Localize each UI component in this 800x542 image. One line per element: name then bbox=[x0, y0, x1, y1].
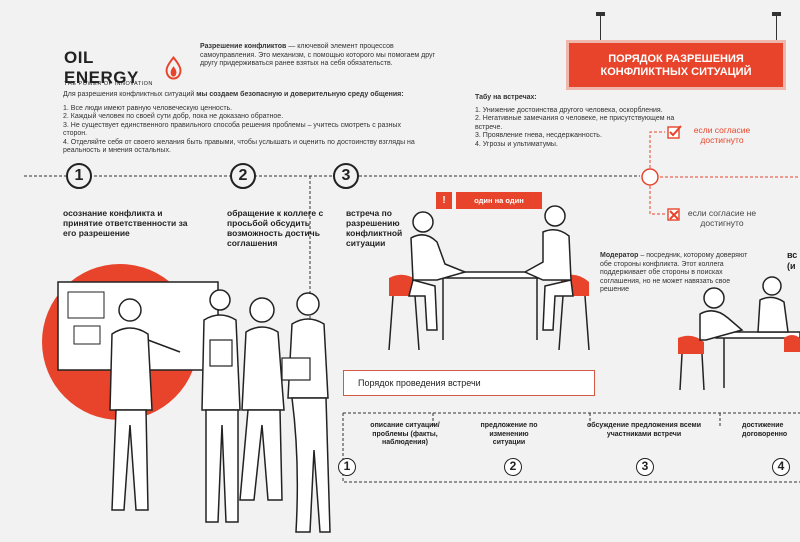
taboo-block: Табу на встречах: 1. Унижение достоинств… bbox=[475, 94, 675, 149]
outcome-agree: если согласие достигнуто bbox=[693, 125, 751, 145]
team-illustration bbox=[42, 264, 331, 533]
intro-rest: — ключевой элемент процессов самоуправле… bbox=[200, 43, 436, 67]
conditions-block: Для разрешения конфликтных ситуаций мы с… bbox=[63, 91, 423, 156]
sign-wire-right bbox=[776, 14, 777, 40]
sign-wire-left bbox=[600, 14, 601, 40]
intro-bold: Разрешение конфликтов bbox=[200, 43, 287, 50]
taboo-item: 1. Унижение достоинства другого человека… bbox=[475, 106, 663, 114]
logo-name: OIL ENERGY bbox=[64, 48, 139, 87]
conditions-item: 4. Отделяйте себя от своего желания быть… bbox=[63, 138, 415, 155]
moderator-text: Модератор – посредник, которому доверяют… bbox=[600, 252, 752, 295]
cropped-heading-fragment: вс (и bbox=[787, 250, 797, 272]
moderator-illustration bbox=[678, 276, 800, 391]
sign-hook-right bbox=[772, 12, 781, 16]
moderator-bold: Модератор bbox=[600, 252, 639, 259]
taboo-item: 4. Угрозы и ультиматумы. bbox=[475, 140, 558, 148]
flame-icon bbox=[165, 55, 182, 80]
logo-tagline: THE POWER OF INNOVATION bbox=[64, 81, 153, 87]
taboo-item: 3. Проявление гнева, несдержанность. bbox=[475, 132, 602, 139]
intro-text: Разрешение конфликтов — ключевой элемент… bbox=[200, 43, 438, 69]
step-number-3: 3 bbox=[333, 163, 359, 189]
exclamation-icon: ! bbox=[436, 192, 452, 209]
conditions-lead: Для разрешения конфликтных ситуаций bbox=[63, 91, 195, 98]
check-icon bbox=[667, 125, 682, 139]
outcome-disagree: если согласие не достигнуто bbox=[687, 208, 757, 228]
moderator-rest: – посредник, которому доверяют обе сторо… bbox=[600, 252, 748, 293]
meeting-step-number-2: 2 bbox=[504, 458, 522, 476]
taboo-title: Табу на встречах: bbox=[475, 94, 537, 101]
meeting-step-label-2: предложение по изменению ситуации bbox=[480, 422, 538, 446]
meeting-step-number-3: 3 bbox=[636, 458, 654, 476]
conditions-item: 1. Все люди имеют равную человеческую це… bbox=[63, 104, 233, 112]
meeting-procedure-title: Порядок проведения встречи bbox=[343, 370, 595, 396]
step-number-1: 1 bbox=[66, 163, 92, 189]
one-on-one-illustration bbox=[388, 205, 590, 351]
process-title-sign: ПОРЯДОК РАЗРЕШЕНИЯ КОНФЛИКТНЫХ СИТУАЦИЙ bbox=[566, 40, 786, 90]
sign-hook-left bbox=[596, 12, 605, 16]
sign-line-2: КОНФЛИКТНЫХ СИТУАЦИЙ bbox=[600, 66, 752, 78]
conditions-item: 2. Каждый человек по своей сути добр, по… bbox=[63, 113, 284, 120]
one-on-one-tag: один на один bbox=[456, 192, 542, 209]
meeting-step-number-4: 4 bbox=[772, 458, 790, 476]
sign-line-1: ПОРЯДОК РАЗРЕШЕНИЯ bbox=[608, 53, 744, 65]
cross-icon bbox=[667, 208, 680, 221]
step-label-2: обращение к коллеге с просьбой обсудить … bbox=[227, 208, 324, 248]
cropped-fragment-1: вс bbox=[787, 250, 798, 260]
taboo-item: 2. Негативные замечания о человеке, не п… bbox=[475, 115, 675, 131]
conditions-lead-bold: мы создаем безопасную и доверительную ср… bbox=[194, 91, 404, 98]
step-label-3: встреча по разрешению конфликтной ситуац… bbox=[346, 208, 403, 248]
meeting-step-label-3: обсуждение предложения всеми участниками… bbox=[586, 422, 702, 438]
meeting-step-label-4: достижение договоренно bbox=[742, 422, 788, 438]
conditions-item: 3. Не существует единственного правильно… bbox=[63, 121, 401, 138]
cropped-fragment-2: (и bbox=[787, 261, 796, 271]
step-label-1: осознание конфликта и принятие ответстве… bbox=[63, 208, 188, 238]
meeting-step-number-1: 1 bbox=[338, 458, 356, 476]
company-logo: OIL ENERGY THE POWER OF INNOVATION bbox=[64, 48, 184, 87]
meeting-step-label-1: описание ситуации/проблемы (факты, наблю… bbox=[370, 422, 440, 446]
step-number-2: 2 bbox=[230, 163, 256, 189]
